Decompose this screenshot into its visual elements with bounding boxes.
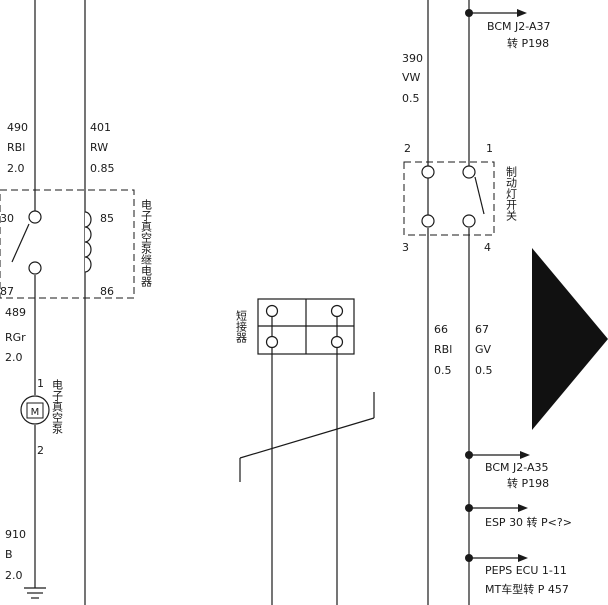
relay-pin-86: 86 xyxy=(100,285,114,298)
wire-489-number: 489 xyxy=(5,306,26,319)
wire-910-size: 2.0 xyxy=(5,569,23,582)
relay-pin-85: 85 xyxy=(100,212,114,225)
wire-67-number: 67 xyxy=(475,323,489,336)
motor-pin-2: 2 xyxy=(37,444,44,457)
bcm-a37-line1: BCM J2-A37 xyxy=(487,20,551,33)
brake-switch-pin-3: 3 xyxy=(402,241,409,254)
brake-switch-contact-3 xyxy=(421,214,435,228)
wire-401-color: RW xyxy=(90,141,108,154)
wire-490-labels: 490 RBl 2.0 xyxy=(7,121,28,175)
brake-switch-blade xyxy=(474,176,485,215)
wire-910-color: B xyxy=(5,548,13,561)
relay-contact-87 xyxy=(28,261,42,275)
wire-390-labels: 390 VW 0.5 xyxy=(402,52,423,105)
wire-401-size: 0.85 xyxy=(90,162,115,175)
motor-pin-1: 1 xyxy=(37,377,44,390)
wire-66-labels: 66 RBl 0.5 xyxy=(434,323,452,377)
wire-66-number: 66 xyxy=(434,323,448,336)
continuation-arrow-icon[interactable] xyxy=(532,248,608,430)
bcm-a37-line2: 转 P198 xyxy=(507,36,549,50)
esp-line1: ESP 30 转 P<?> xyxy=(485,515,572,529)
wire-910-labels: 910 B 2.0 xyxy=(5,528,26,582)
wire-390-number: 390 xyxy=(402,52,423,65)
brake-switch-label: 制动灯开关 xyxy=(505,166,518,222)
relay-pin-30: 30 xyxy=(0,212,14,225)
wire-401-number: 401 xyxy=(90,121,111,134)
wire-390-color: VW xyxy=(402,71,421,84)
ground-symbol xyxy=(24,587,46,599)
bcm-a35-line1: BCM J2-A35 xyxy=(485,461,549,474)
wire-67-size: 0.5 xyxy=(475,364,493,377)
ref-arrow-esp: ESP 30 转 P<?> xyxy=(469,504,572,529)
relay-dashed-box xyxy=(0,189,135,299)
short-connector-label: 短接器 xyxy=(235,309,248,344)
relay-coil xyxy=(84,211,92,273)
relay-contact-30 xyxy=(28,210,42,224)
wire-490-color: RBl xyxy=(7,141,25,154)
relay: 30 85 87 86 电子真空泵继电器 xyxy=(0,189,153,299)
short-connector xyxy=(257,298,355,605)
motor-symbol: M xyxy=(31,407,40,418)
vacuum-pump-motor: M 1 2 电子真空泵 xyxy=(20,377,64,457)
brake-switch-pin-1: 1 xyxy=(486,142,493,155)
brake-switch-dashed-box xyxy=(403,161,495,236)
brake-switch-contact-1 xyxy=(462,165,476,179)
wire-489-size: 2.0 xyxy=(5,351,23,364)
wire-489-color: RGr xyxy=(5,331,26,344)
motor-symbol-box xyxy=(26,402,44,419)
wire-490-size: 2.0 xyxy=(7,162,25,175)
brake-switch-wires xyxy=(427,0,470,605)
brake-switch-pin-2: 2 xyxy=(404,142,411,155)
wire-67-color: GV xyxy=(475,343,492,356)
wire-910-number: 910 xyxy=(5,528,26,541)
motor-label: 电子真空泵 xyxy=(51,379,64,434)
relay-pin-87: 87 xyxy=(0,285,14,298)
bcm-a35-line2: 转 P198 xyxy=(507,476,549,490)
peps-line1: PEPS ECU 1-11 xyxy=(485,564,567,577)
wire-390-size: 0.5 xyxy=(402,92,420,105)
relay-switch-blade xyxy=(11,223,30,263)
peps-line2: MT车型转 P 457 xyxy=(485,582,569,596)
wire-401-labels: 401 RW 0.85 xyxy=(90,121,115,175)
wire-490-number: 490 xyxy=(7,121,28,134)
brake-light-switch: 2 1 3 4 制动灯开关 xyxy=(402,142,518,254)
brake-switch-contact-2 xyxy=(421,165,435,179)
wire-67-labels: 67 GV 0.5 xyxy=(475,323,493,377)
relay-label: 电子真空泵继电器 xyxy=(140,199,153,288)
break-line xyxy=(239,392,375,482)
wire-66-color: RBl xyxy=(434,343,452,356)
ref-arrow-bcm-a35: BCM J2-A35 转 P198 xyxy=(469,451,549,490)
wire-489-labels: 489 RGr 2.0 xyxy=(5,306,26,364)
brake-switch-pin-4: 4 xyxy=(484,241,491,254)
ref-arrow-bcm-a37: BCM J2-A37 转 P198 xyxy=(469,9,551,50)
ref-arrow-peps: PEPS ECU 1-11 MT车型转 P 457 xyxy=(469,554,569,596)
wire-66-size: 0.5 xyxy=(434,364,452,377)
brake-switch-contact-4 xyxy=(462,214,476,228)
